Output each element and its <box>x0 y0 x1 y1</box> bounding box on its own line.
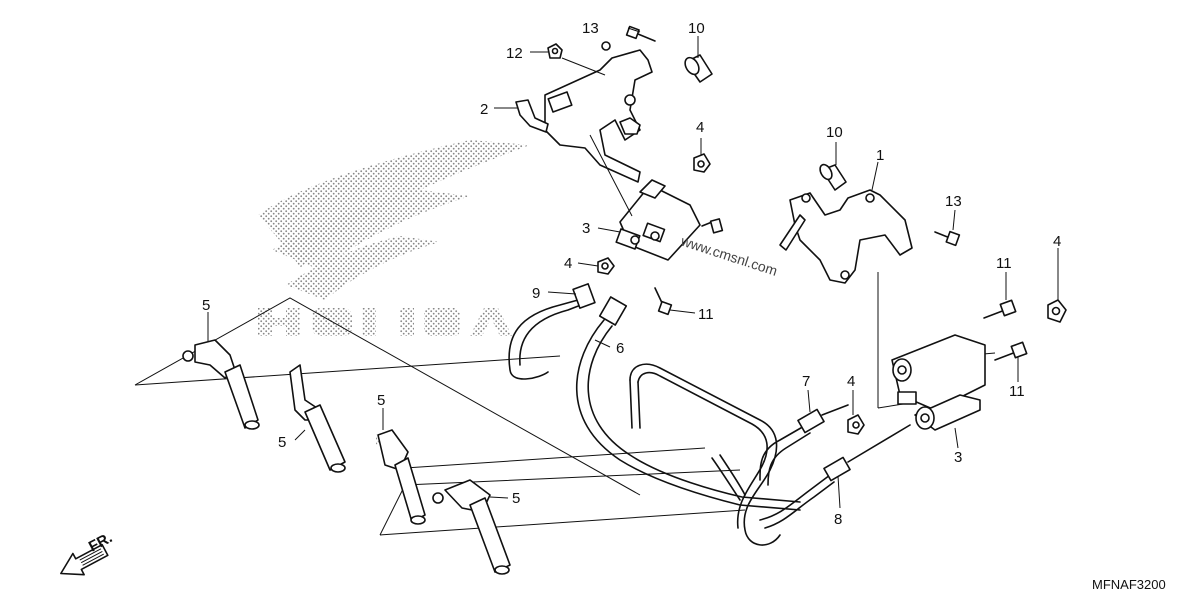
part-label-4-center: 4 <box>564 255 572 272</box>
part-label-13-upper: 13 <box>582 20 599 37</box>
part-label-3-center: 3 <box>582 220 590 237</box>
part-label-4-right: 4 <box>1053 233 1061 250</box>
part-label-5-left: 5 <box>202 297 210 314</box>
clip-4-center <box>597 257 615 275</box>
wire-8 <box>759 424 911 529</box>
part-label-11-right-lower: 11 <box>1009 383 1025 400</box>
ignition-coil-right <box>891 334 986 431</box>
wire-7 <box>759 404 849 486</box>
ignition-coil-center <box>615 179 701 261</box>
right-bracket-1 <box>779 189 913 284</box>
part-label-5-mid: 5 <box>278 434 286 451</box>
callout-lines <box>207 27 1059 509</box>
bolt-11-right-lower <box>994 341 1028 361</box>
part-label-10-upper: 10 <box>688 20 705 37</box>
watermark-text: www.cmsnl.com <box>678 232 779 279</box>
part-label-12: 12 <box>506 45 523 62</box>
part-label-9: 9 <box>532 285 540 302</box>
nut-12 <box>547 43 563 59</box>
part-label-5-center: 5 <box>377 392 385 409</box>
part-label-5-bottom: 5 <box>512 490 520 507</box>
plug-cap-mid-left <box>289 364 346 473</box>
bolt-center-coil <box>701 218 724 234</box>
bolt-13-upper <box>625 25 656 42</box>
wire-9 <box>508 283 596 380</box>
collar-10-right <box>819 163 847 191</box>
part-label-11-center: 11 <box>698 306 714 323</box>
part-label-1: 1 <box>876 147 884 164</box>
part-label-4-lower: 4 <box>847 373 855 390</box>
part-label-13-right: 13 <box>945 193 962 210</box>
plug-cap-bottom <box>432 479 511 575</box>
upper-bracket-assembly <box>515 41 653 183</box>
part-label-6: 6 <box>616 340 624 357</box>
part-label-8: 8 <box>834 511 842 528</box>
part-label-2: 2 <box>480 101 488 118</box>
part-label-3-right: 3 <box>954 449 962 466</box>
bolt-11-right-upper <box>983 299 1017 319</box>
clip-4-lower-right <box>847 414 865 435</box>
front-direction-arrow-icon <box>60 543 109 576</box>
part-labels: 1 2 3 3 4 4 4 4 5 5 5 5 6 7 8 9 10 10 11… <box>202 20 1061 528</box>
plug-cap-center <box>377 429 426 525</box>
part-label-7: 7 <box>802 373 810 390</box>
part-label-11-right-upper: 11 <box>996 255 1012 272</box>
honda-wing-logo-watermark <box>258 140 530 451</box>
bolt-11-center <box>654 287 673 316</box>
clip-4-right <box>1047 299 1067 323</box>
plug-cap-left <box>182 339 260 430</box>
clip-4-upper <box>693 153 711 173</box>
part-label-10-right: 10 <box>826 124 843 141</box>
wire-6 <box>575 296 801 546</box>
bolt-13-right <box>934 230 961 247</box>
diagram-code: MFNAF3200 <box>1092 577 1166 592</box>
collar-10-upper <box>684 54 713 83</box>
part-label-4-upper: 4 <box>696 119 704 136</box>
